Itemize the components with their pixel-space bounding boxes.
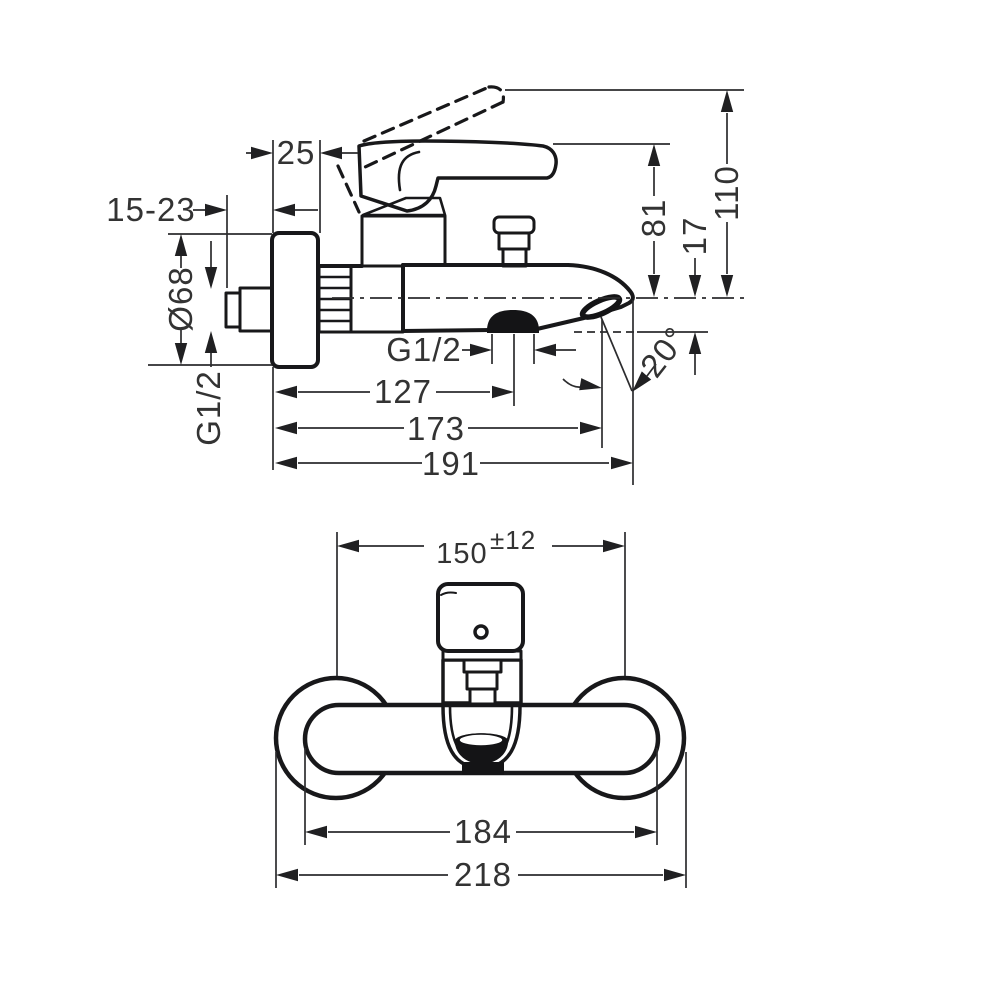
dim-label-173: 173 [407, 410, 465, 447]
dim-label-g12-outlet: G1/2 [386, 331, 462, 368]
dim-wall-clearance: 15-23 [106, 191, 318, 228]
dim-reach-outlet: 127 [275, 373, 514, 410]
handle-front-notch [440, 591, 457, 596]
spout-pedestal [462, 762, 504, 775]
handle-front-dot [473, 624, 489, 640]
hose-outlet-dome [487, 310, 539, 333]
inlet-nipple-cap [224, 291, 242, 329]
dim-inlet-thread: G1/2 [190, 241, 227, 446]
dim-flange-diameter: Ø68 [162, 234, 199, 365]
dim-height-handle: 81 [635, 144, 672, 297]
front-view-faucet [273, 582, 687, 801]
dim-label-g12-inlet: G1/2 [190, 370, 227, 446]
lever-sculpt-line [397, 150, 421, 192]
dim-label-25: 25 [277, 134, 316, 171]
front-view: 150 ±12 184 218 [273, 525, 687, 893]
dim-overall-width: 218 [276, 856, 686, 893]
dim-flange-depth: 25 [246, 134, 358, 171]
spout-mouth-ring [579, 294, 623, 320]
cartridge-housing [360, 214, 447, 268]
dim-label-15-23: 15-23 [106, 191, 195, 228]
dim-label-110: 110 [708, 165, 745, 221]
dim-spout-drop: 17 [676, 217, 713, 375]
knob-front-base [468, 687, 497, 706]
union-nut-ribs [318, 275, 353, 323]
diverter-knob-mid [497, 231, 531, 251]
lever-handle [357, 139, 558, 213]
dim-label-150: 150 [436, 538, 487, 570]
wall-flange [270, 231, 320, 369]
lever-raised-dashed [336, 85, 506, 214]
dim-body-width: 184 [305, 813, 657, 850]
dim-height-overall: 110 [708, 90, 745, 297]
diverter-knob-top [492, 215, 536, 235]
side-view: 25 15-23 Ø68 G1/2 [106, 85, 745, 485]
dim-reach-mid: 173 [275, 410, 602, 447]
dim-label-150-tolerance: ±12 [490, 525, 536, 555]
dim-label-191: 191 [422, 445, 480, 482]
dim-label-218: 218 [454, 856, 512, 893]
dim-outlet-thread: G1/2 [386, 331, 576, 368]
dim-label-184: 184 [454, 813, 512, 850]
dim-connection-distance: 150 ±12 [337, 525, 625, 570]
dim-label-68: Ø68 [162, 266, 199, 331]
knob-front-mid [465, 670, 499, 691]
lever-base-cap [361, 196, 447, 217]
dim-reach-overall: 191 [275, 445, 633, 482]
body-top-edge [317, 263, 570, 268]
knob-front-top [462, 658, 503, 674]
front-view-dimensions: 150 ±12 184 218 [275, 525, 687, 893]
dim-label-17: 17 [676, 217, 713, 256]
side-view-faucet [224, 85, 635, 369]
spout-mouth-face [458, 733, 504, 747]
inlet-nipple [238, 286, 275, 333]
union-body [349, 264, 405, 334]
handle-front [436, 582, 525, 653]
dim-label-127: 127 [374, 373, 432, 410]
spout-angle-line [600, 316, 633, 392]
dim-label-81: 81 [635, 199, 672, 238]
